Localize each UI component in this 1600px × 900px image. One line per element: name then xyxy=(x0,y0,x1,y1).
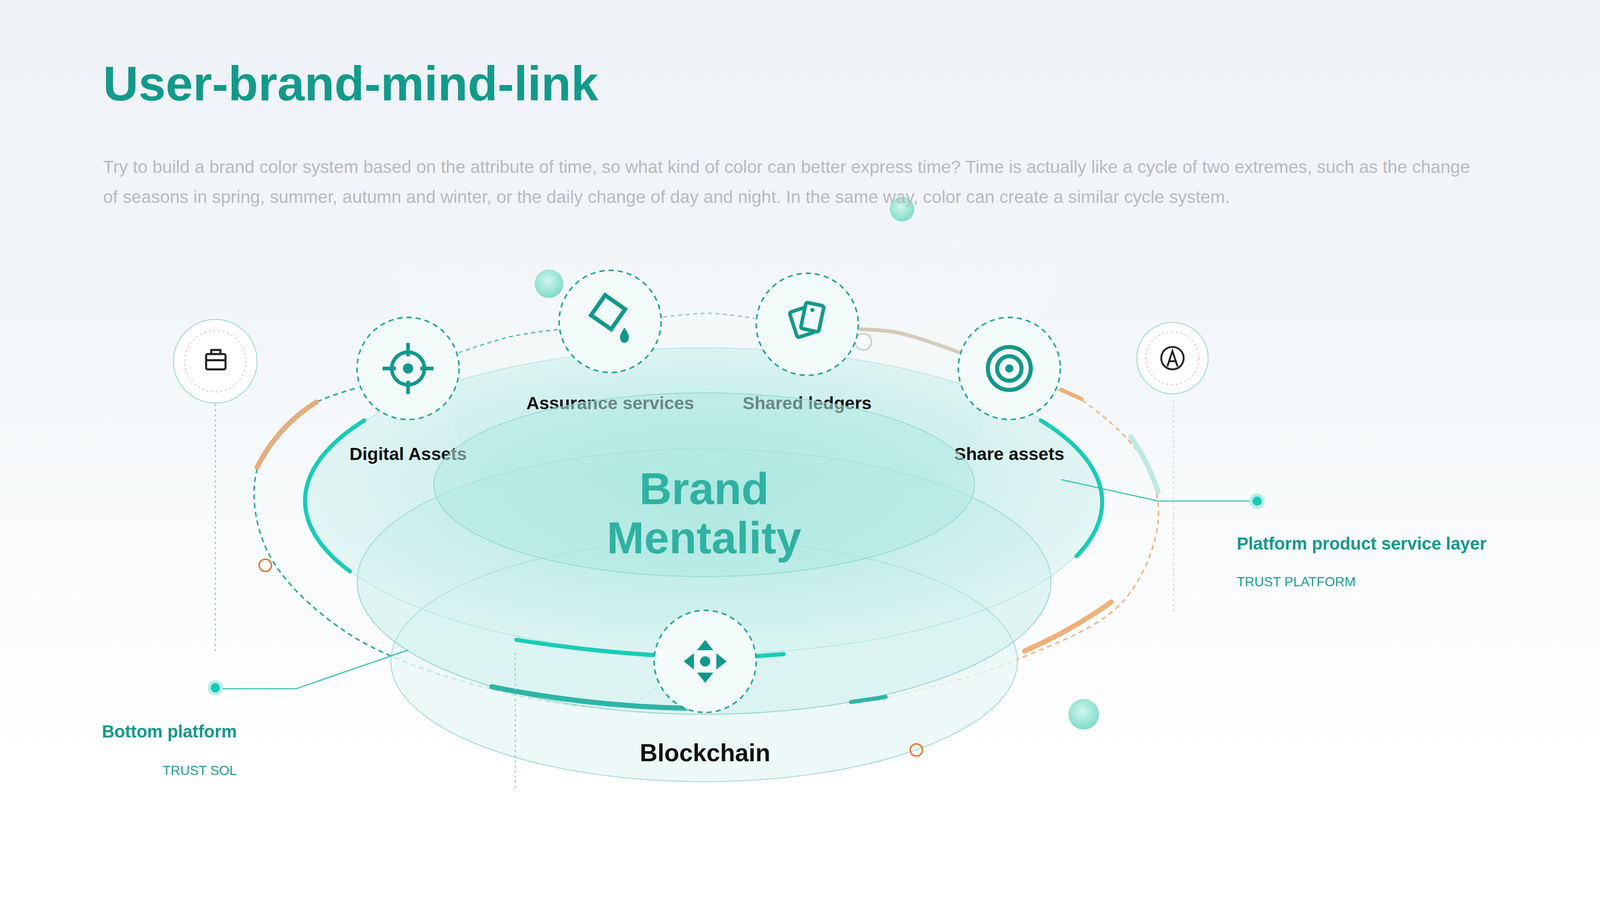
node-icon xyxy=(591,295,626,330)
service-node: Digital Assets xyxy=(355,315,462,422)
leader-line xyxy=(221,650,408,689)
side-icon xyxy=(173,319,258,404)
node-icon xyxy=(987,347,1031,390)
service-node: Blockchain xyxy=(652,608,759,715)
node-icon xyxy=(391,352,425,385)
node-icon xyxy=(683,652,694,670)
node-icon xyxy=(402,363,413,374)
node-icon xyxy=(697,639,714,650)
ring-accent xyxy=(491,686,686,708)
decor-ring xyxy=(910,743,923,756)
decor-ball xyxy=(1068,699,1099,730)
disc-rim-arc xyxy=(757,654,784,657)
service-node: Assurance services xyxy=(557,268,664,375)
side-icon-inner-ring xyxy=(184,330,246,392)
side-icon-inner-ring xyxy=(1145,331,1199,385)
core-title: Brand Mentality xyxy=(566,464,842,563)
node-circle-outline xyxy=(559,270,662,373)
bottom-disc-outline xyxy=(390,540,1018,782)
ring-accent xyxy=(1061,390,1082,400)
layer-subtitle: TRUST PLATFORM xyxy=(1236,573,1356,590)
dotted-guide xyxy=(1172,400,1174,613)
pen-symbol xyxy=(1167,350,1178,367)
decor-ring xyxy=(259,559,272,572)
node-icon xyxy=(810,308,815,313)
node-icon xyxy=(700,656,710,667)
node-circle xyxy=(355,315,462,422)
layer-subtitle: TRUST SOL xyxy=(162,762,237,779)
disc-text-holder: Brand Mentality xyxy=(433,464,975,563)
node-circle xyxy=(754,271,861,378)
decor-ball xyxy=(534,269,564,299)
ring-accent xyxy=(1130,436,1158,492)
layer-title: Platform product service layer xyxy=(1236,533,1487,555)
ring-accent xyxy=(850,697,886,703)
node-label: Share assets xyxy=(954,443,1065,465)
node-icon xyxy=(800,302,824,333)
node-icon xyxy=(716,652,727,670)
node-icon xyxy=(997,356,1022,381)
dotted-guide xyxy=(215,404,216,654)
node-icon xyxy=(697,672,714,683)
service-node: Share assets xyxy=(956,315,1063,422)
disc-ellipse xyxy=(433,392,975,577)
intro-paragraph: Try to build a brand color system based … xyxy=(102,152,1476,213)
briefcase-symbol xyxy=(211,350,221,355)
briefcase-symbol xyxy=(206,354,226,370)
layer-title: Bottom platform xyxy=(101,721,237,743)
node-icon xyxy=(1005,364,1014,373)
service-node: Shared ledgers xyxy=(754,271,861,378)
node-label: Blockchain xyxy=(639,738,771,768)
ring-accent xyxy=(1024,602,1112,652)
node-circle-outline xyxy=(357,317,460,420)
briefcase-symbol xyxy=(206,359,226,362)
disc-rim-arc xyxy=(516,640,653,656)
node-circle-outline xyxy=(654,610,757,713)
side-icon xyxy=(1136,322,1208,394)
node-icon xyxy=(382,342,434,394)
node-icon xyxy=(620,327,629,343)
pen-symbol xyxy=(1161,347,1184,370)
node-circle xyxy=(956,315,1063,422)
side-icon-ring xyxy=(1136,322,1208,394)
node-circle xyxy=(557,268,664,375)
leader-dot xyxy=(209,681,222,694)
ring-accent xyxy=(257,402,317,468)
page-title: User-brand-mind-link xyxy=(102,59,599,109)
node-circle-outline xyxy=(958,317,1061,420)
node-circle-outline xyxy=(756,273,859,376)
node-circle xyxy=(652,608,759,715)
disc-rim-arc xyxy=(305,420,365,572)
leader-dot xyxy=(1250,495,1263,508)
core-disc: Brand Mentality xyxy=(433,392,975,577)
disc-rim-arc xyxy=(1040,420,1103,557)
leader-line xyxy=(1061,479,1252,501)
pen-symbol xyxy=(1169,360,1176,363)
dotted-guide xyxy=(515,652,516,791)
side-icon-ring xyxy=(173,319,258,404)
